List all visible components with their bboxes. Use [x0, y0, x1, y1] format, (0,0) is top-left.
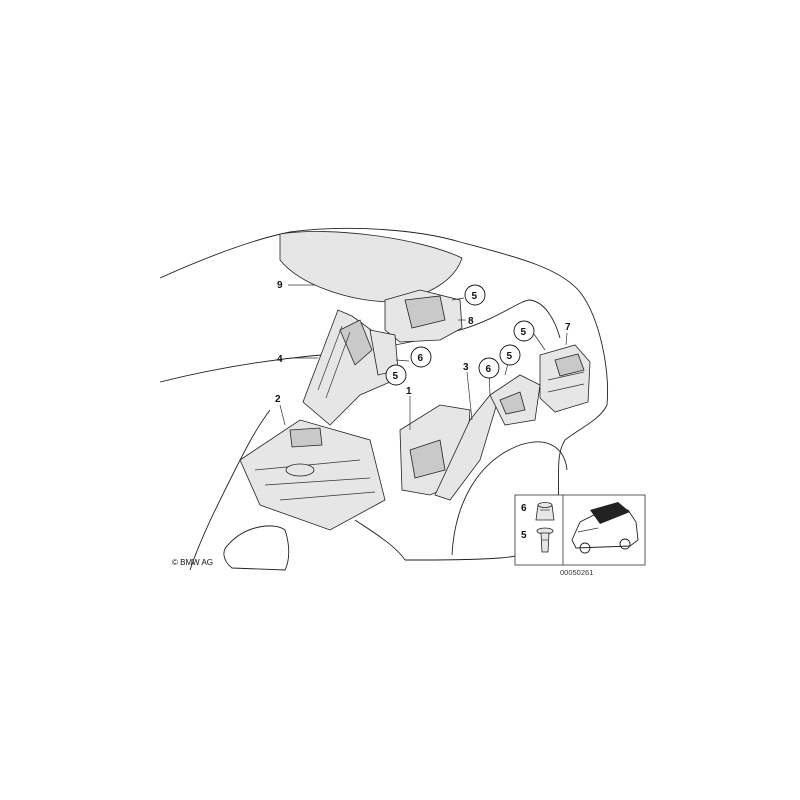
label-part-2: 2 — [275, 394, 281, 405]
right-trim-cluster — [489, 374, 541, 426]
bracket-assembly-part-8 — [369, 289, 463, 376]
svg-text:6: 6 — [418, 353, 424, 364]
label-part-9: 9 — [277, 280, 283, 291]
storage-box-part-7 — [539, 344, 591, 413]
label-part-1: 1 — [406, 386, 412, 397]
svg-text:5: 5 — [472, 291, 478, 302]
callout-5-top: 5 — [464, 284, 486, 306]
svg-text:5: 5 — [507, 351, 513, 362]
trim-panel-part-4 — [302, 309, 391, 426]
callout-5-left: 5 — [385, 364, 407, 386]
seat-outline — [223, 525, 290, 571]
svg-text:5: 5 — [393, 371, 399, 382]
legend-label-6: 6 — [521, 503, 527, 514]
callout-5-right: 5 — [513, 320, 535, 342]
label-part-8: 8 — [468, 316, 474, 327]
legend-box: 6 5 00050261 — [514, 494, 646, 577]
callout-6-left: 6 — [410, 346, 432, 368]
label-part-7: 7 — [565, 322, 571, 333]
svg-text:5: 5 — [521, 327, 527, 338]
legend-label-5: 5 — [521, 530, 527, 541]
clip-icon — [536, 527, 554, 553]
nut-icon — [535, 502, 555, 521]
floor-panel-part-2 — [239, 419, 386, 531]
diagram-code: 00050261 — [560, 568, 593, 577]
svg-text:6: 6 — [486, 364, 492, 375]
copyright-text: © BMW AG — [172, 558, 213, 567]
rear-shelf-part-9 — [279, 231, 463, 303]
label-part-4: 4 — [277, 354, 283, 365]
callout-6-right: 6 — [478, 357, 500, 379]
car-thumbnail-icon — [571, 502, 639, 554]
label-part-3: 3 — [463, 362, 469, 373]
callout-5-mid: 5 — [499, 344, 521, 366]
